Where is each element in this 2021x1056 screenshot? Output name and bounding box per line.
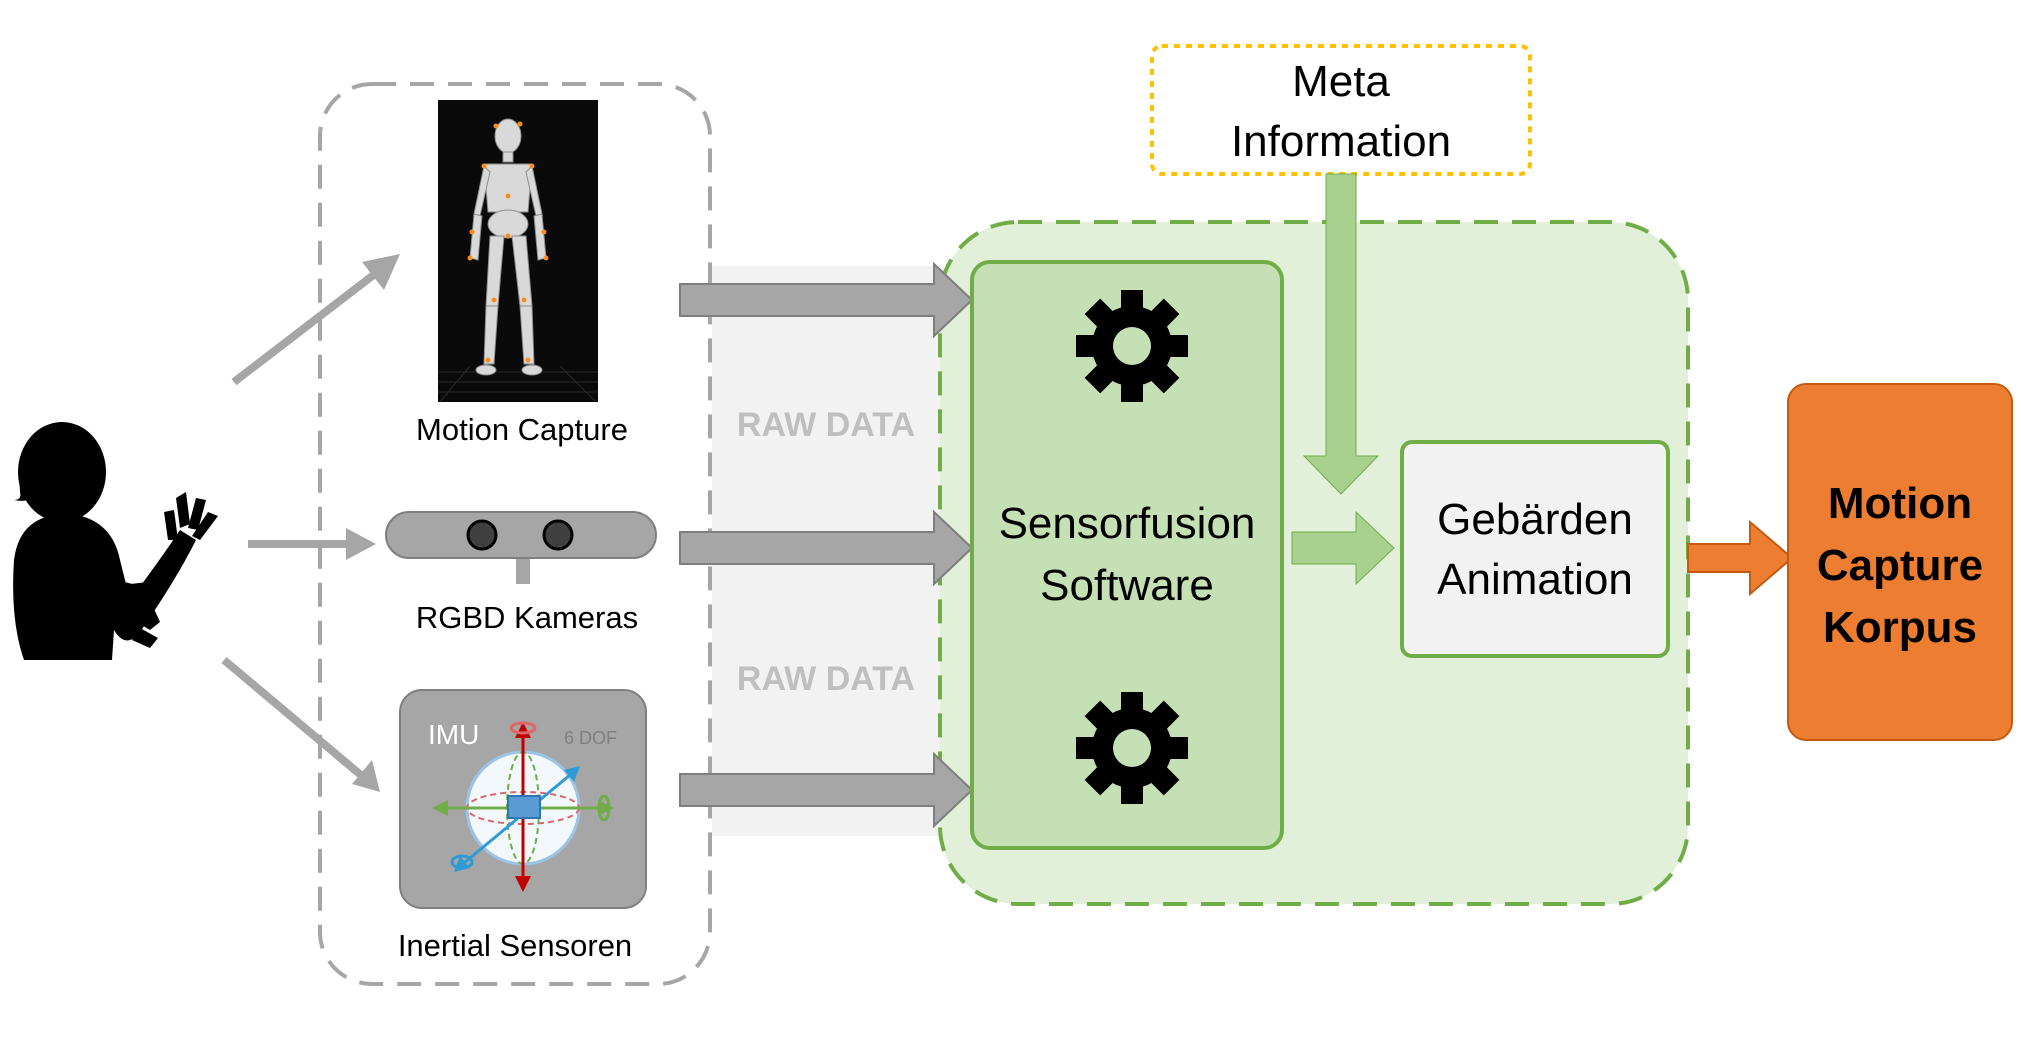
sensorfusion-line1: Sensorfusion [999, 499, 1256, 548]
raw-data-label-1: RAW DATA [737, 406, 915, 444]
motion-capture-label: Motion Capture [416, 412, 628, 447]
fusion-to-animation-arrow [1291, 510, 1395, 586]
gear-icon-bottom [1076, 692, 1188, 804]
sensorfusion-box [970, 260, 1284, 850]
animation-box [1400, 440, 1670, 658]
korpus-line2: Capture [1817, 541, 1983, 590]
person-to-sensor-arrows [221, 254, 400, 792]
raw-data-arrows [679, 261, 974, 829]
rgbd-camera-icon [385, 511, 657, 584]
imu-badge: IMU [428, 719, 479, 750]
korpus-line1: Motion [1828, 479, 1972, 528]
inertial-label: Inertial Sensoren [398, 928, 632, 963]
motion-capture-image [438, 100, 598, 403]
meta-line1: Meta [1292, 57, 1390, 106]
mocap-marker-dots [467, 121, 549, 363]
imu-dof: 6 DOF [564, 728, 617, 748]
mannequin-figure [469, 118, 547, 376]
korpus-line3: Korpus [1823, 603, 1977, 652]
animation-to-output-arrow [1687, 519, 1794, 597]
rgbd-label: RGBD Kameras [416, 600, 638, 635]
meta-line2: Information [1231, 117, 1451, 166]
sensorfusion-line2: Software [1040, 561, 1214, 610]
meta-to-animation-arrow [1302, 173, 1380, 495]
gear-icon-top [1076, 290, 1188, 402]
signing-person-icon [13, 422, 218, 660]
korpus-box [1787, 383, 2013, 741]
raw-data-label-2: RAW DATA [737, 660, 915, 698]
animation-line2: Animation [1437, 555, 1633, 604]
animation-line1: Gebärden [1437, 495, 1633, 544]
imu-icon: IMU 6 DOF [399, 689, 647, 909]
